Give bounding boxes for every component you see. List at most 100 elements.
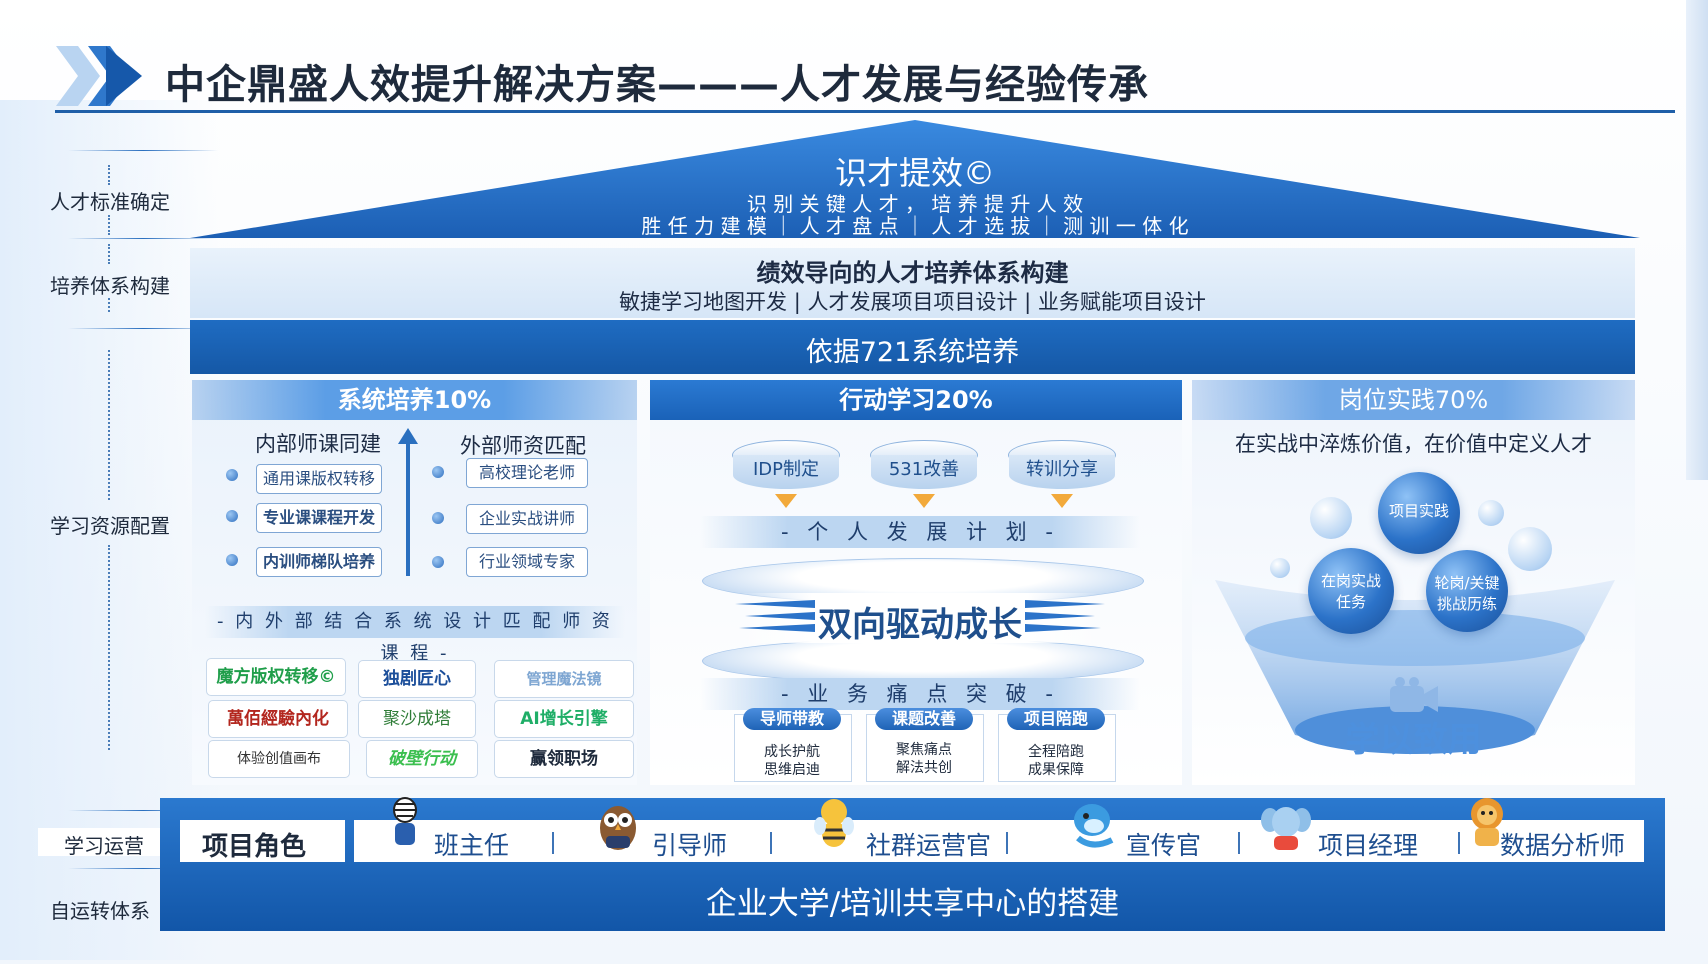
external-title: 外部师资匹配 (460, 434, 586, 458)
logo-mofang: 魔方版权转移© (206, 658, 346, 696)
speed-lines-left-icon (735, 600, 815, 632)
roof-line1: 识 别 关 键 人 才 ， 培 养 提 升 人 效 (746, 192, 1084, 216)
side-label-talent-standard: 人才标准确定 (50, 190, 170, 214)
arrow-down-icon (913, 494, 935, 508)
sphere-rotation: 轮岗/关键 挑战历练 (1426, 550, 1508, 632)
tag-coach-line1: 全程陪跑 (1028, 744, 1084, 760)
footer-title: 企业大学/培训共享中心的搭建 (705, 886, 1120, 922)
ribbon-personal-plan: - 个 人 发 展 计 划 - (700, 516, 1140, 548)
tag-topic-line1: 聚焦痛点 (896, 742, 952, 758)
sphere-label: 在岗实战 (1320, 572, 1381, 590)
cylinder-idp: IDP制定 (733, 455, 839, 489)
tag-mentor: 导师带教 (743, 708, 841, 730)
logo-jusha: 聚沙成塔 (358, 700, 476, 738)
zebra-mascot-icon (393, 797, 417, 845)
elephant-mascot-icon (1261, 807, 1311, 850)
sphere-label: 轮岗/关键 (1434, 574, 1500, 592)
side-rule (68, 810, 218, 811)
band-721-text: 依据721系统培养 (805, 337, 1020, 368)
role-separator (1458, 832, 1460, 854)
bullet-dot-icon (432, 556, 444, 568)
practice-slogan: 在实战中淬炼价值，在价值中定义人才 (1235, 432, 1592, 456)
arrow-up-icon (398, 428, 418, 576)
tag-topic-line2: 解法共创 (896, 760, 952, 776)
side-rule (68, 238, 218, 239)
role-data-analyst: 数据分析师 (1500, 831, 1626, 860)
role-project-manager: 项目经理 (1318, 831, 1419, 860)
training-system-band (190, 248, 1635, 318)
ribbon-business-pain: - 业 务 痛 点 突 破 - (700, 678, 1140, 710)
tag-mentor-line2: 思维启迪 (764, 762, 820, 778)
sphere-label: 项目实践 (1388, 502, 1449, 520)
logo-tiyan: 体验创值画布 (208, 740, 350, 778)
tag-topic: 课题改善 (875, 708, 973, 730)
sphere-project-practice: 项目实践 (1378, 472, 1460, 554)
role-publicity-officer: 宣传官 (1126, 831, 1202, 860)
bubble-decor (1478, 500, 1504, 526)
system-ribbon: - 内 外 部 结 合 系 统 设 计 匹 配 师 资 课 程 - (205, 606, 625, 664)
role-community-operator: 社群运营官 (866, 831, 992, 860)
side-label-operations: 学习运营 (64, 834, 144, 858)
band-721 (190, 320, 1635, 374)
training-system-title: 绩效导向的人才培养体系构建 (756, 259, 1069, 287)
logo-yingling: 赢领职场 (494, 740, 634, 778)
bullet-dot-icon (226, 554, 238, 566)
tag-mentor-line1: 成长护航 (764, 744, 820, 760)
internal-item: 内训师梯队培养 (256, 547, 382, 577)
right-edge-shade (1686, 0, 1708, 480)
roles-row (354, 820, 1644, 862)
internal-title: 内部师课同建 (255, 432, 381, 456)
side-rule (68, 868, 218, 869)
role-separator (552, 832, 554, 854)
roof-triangle (190, 120, 1640, 238)
bubble-decor (1270, 558, 1290, 578)
side-label-resources: 学习资源配置 (50, 514, 170, 538)
side-dotted-line (108, 215, 110, 235)
role-separator (770, 832, 772, 854)
role-header: 项目角色 (202, 832, 307, 862)
owl-mascot-icon (600, 806, 636, 850)
role-head-teacher: 班主任 (434, 831, 510, 860)
roof-line2: 胜 任 力 建 模 ｜ 人 才 盘 点 ｜ 人 才 选 拔 ｜ 测 训 一 体 … (641, 214, 1189, 238)
external-item: 行业领域专家 (466, 547, 588, 577)
title-underline (55, 110, 1675, 113)
arrow-right-icon (106, 46, 142, 106)
sphere-label: 任务 (1335, 593, 1366, 611)
sphere-on-the-job: 在岗实战 任务 (1308, 548, 1394, 634)
role-facilitator: 引导师 (652, 831, 728, 860)
role-header-cell (180, 820, 345, 862)
internal-item: 专业课课程开发 (256, 503, 382, 533)
lion-mascot-icon (1471, 798, 1503, 846)
side-dotted-line (108, 545, 110, 750)
chevron-right-icon (56, 46, 100, 106)
arrow-down-icon (1051, 494, 1073, 508)
logo-wanbai: 萬佰經驗內化 (208, 700, 348, 738)
center-title: 双向驱动成长 (818, 605, 1022, 645)
speed-lines-right-icon (1025, 600, 1105, 632)
bullet-dot-icon (432, 512, 444, 524)
side-dotted-line (108, 244, 110, 264)
roof-headline: 识才提效© (834, 154, 995, 192)
logo-pobi: 破壁行动 (366, 740, 478, 778)
cylinder-531: 531改善 (871, 455, 977, 489)
dolphin-mascot-icon (1074, 804, 1114, 848)
bullet-dot-icon (432, 466, 444, 478)
side-label-ops-bg (38, 828, 168, 856)
cylinder-share: 转训分享 (1009, 455, 1115, 489)
side-dotted-line (108, 298, 110, 312)
practice-base-text: 学以致用 (1345, 720, 1482, 760)
bullet-dot-icon (226, 510, 238, 522)
side-dotted-line (108, 165, 110, 185)
tag-coach: 项目陪跑 (1007, 708, 1105, 730)
bubble-decor (1508, 527, 1552, 571)
column-header-practice: 岗位实践70% (1192, 380, 1635, 420)
external-item: 高校理论老师 (466, 458, 588, 488)
training-system-subtitle: 敏捷学习地图开发 | 人才发展项目项目设计 | 业务赋能项目设计 (619, 290, 1206, 314)
external-item: 企业实战讲师 (466, 504, 588, 534)
side-rule (68, 150, 218, 151)
logo-duju: 独剧匠心 (358, 660, 476, 698)
bee-mascot-icon (814, 799, 854, 847)
arrow-down-icon (775, 494, 797, 508)
logo-guanli: 管理魔法镜 (494, 660, 634, 698)
bubble-decor (1310, 497, 1352, 539)
